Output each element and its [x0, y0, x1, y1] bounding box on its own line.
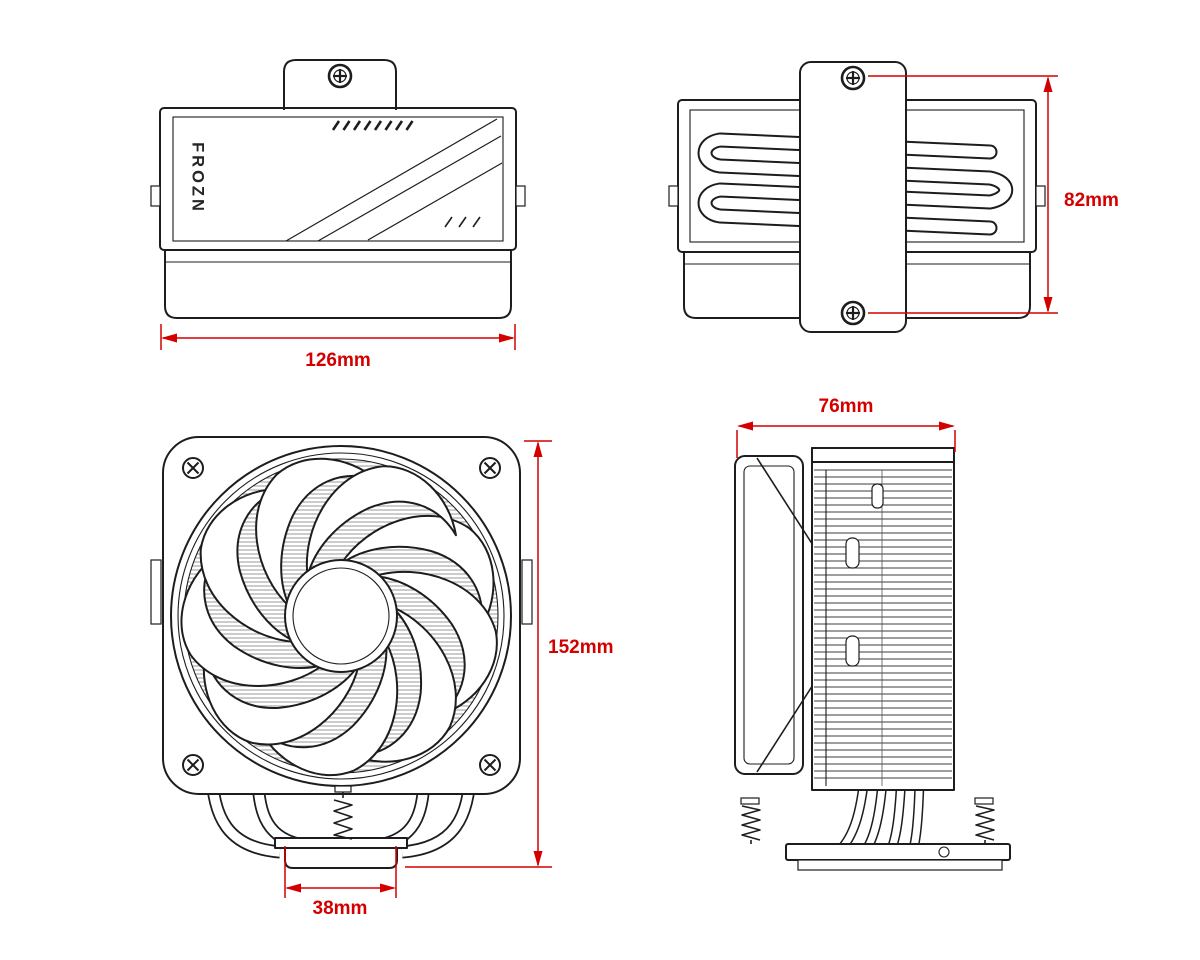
heatpipe-bulge: [845, 537, 860, 569]
fan-hub: [284, 559, 398, 673]
bracket-screw-bottom-icon: [840, 300, 866, 326]
corner-screw-icon: [182, 754, 204, 776]
mounting-crossbar: [785, 843, 1011, 861]
top-view-body: [159, 107, 517, 251]
base-plate: [797, 859, 1003, 871]
fan-rim-mid: [177, 452, 505, 780]
arrow-down-icon: [533, 851, 543, 867]
arrow-right-icon: [380, 883, 396, 893]
fan-hub-inner: [292, 567, 390, 665]
front-height-dimension: 152mm: [405, 440, 614, 868]
base-width-dimension-label: 38mm: [313, 898, 368, 919]
mounting-bracket: [799, 61, 907, 333]
side-view: 76mm: [734, 396, 1011, 871]
arrow-down-icon: [1043, 297, 1053, 313]
corner-screw-icon: [479, 457, 501, 479]
center-spring-screw: [333, 785, 353, 840]
rear-right-clip: [1035, 185, 1046, 207]
mounting-screw-icon: [327, 63, 353, 89]
corner-screw-icon: [479, 754, 501, 776]
bracket-screw-top-icon: [840, 65, 866, 91]
top-view-base: [164, 249, 512, 319]
base-screw-icon: [938, 846, 950, 858]
spring-screw-left: [740, 797, 761, 844]
fin-stack: [814, 469, 952, 779]
rear-top-view: 82mm: [668, 61, 1119, 333]
heatpipe-bulge: [871, 483, 884, 509]
width-dimension-label: 126mm: [305, 350, 371, 371]
base-width-dimension: 38mm: [284, 846, 397, 919]
arrow-left-icon: [161, 333, 177, 343]
mounting-base: [785, 843, 1011, 871]
arrow-right-icon: [499, 333, 515, 343]
top-fin-plate: [811, 447, 955, 463]
decor-stripes: [285, 118, 503, 242]
arrow-right-icon: [939, 421, 955, 431]
depth-dimension: 76mm: [736, 396, 956, 458]
height-dimension-label: 82mm: [1064, 190, 1119, 211]
arrow-left-icon: [285, 883, 301, 893]
brand-logo: FROZN: [189, 142, 207, 214]
top-view: FROZN 126mm: [150, 59, 526, 371]
arrow-left-icon: [737, 421, 753, 431]
vent-slots: [331, 120, 414, 131]
fan-left-clip: [150, 559, 162, 625]
heatpipe-bulge: [845, 635, 860, 667]
heatsink: [811, 447, 955, 791]
height-dimension: 82mm: [868, 75, 1119, 314]
corner-screw-icon: [182, 457, 204, 479]
arrow-up-icon: [533, 441, 543, 457]
left-clip: [150, 185, 161, 207]
spring-screw-right: [974, 797, 995, 844]
detail-ticks: [444, 216, 481, 228]
depth-dimension-label: 76mm: [819, 396, 874, 417]
right-clip: [515, 185, 526, 207]
fan-right-clip: [521, 559, 533, 625]
heatpipes-top: [697, 132, 1013, 236]
arrow-up-icon: [1043, 76, 1053, 92]
top-panel: [172, 116, 504, 242]
side-fan: [734, 455, 804, 775]
fan-clip-bottom: [756, 676, 819, 773]
cold-plate: [274, 837, 408, 869]
rear-left-clip: [668, 185, 679, 207]
front-height-dimension-label: 152mm: [548, 637, 614, 658]
mounting-tab: [283, 59, 397, 110]
front-view: 152mm 38mm: [150, 436, 614, 919]
width-dimension: 126mm: [160, 324, 516, 371]
fan-clip-top: [756, 457, 819, 554]
